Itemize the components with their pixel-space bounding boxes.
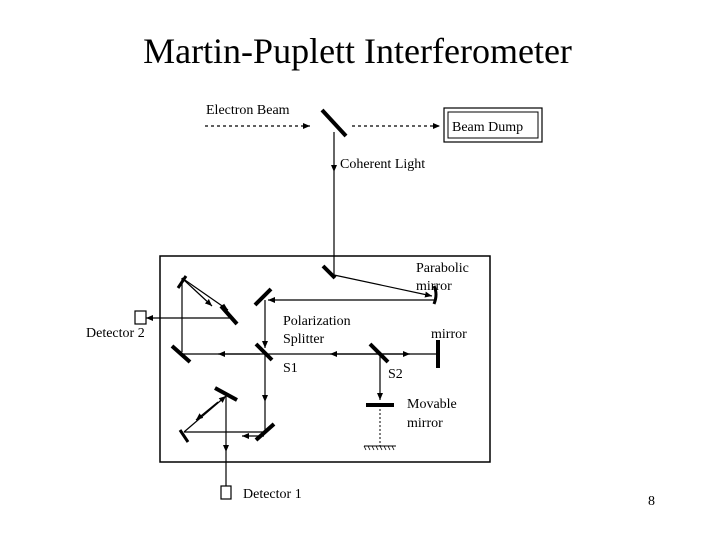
coherent-light-path xyxy=(331,132,433,298)
parabolic-mirror-label-2: mirror xyxy=(416,279,452,294)
optics-enclosure xyxy=(159,255,491,463)
s2-label: S2 xyxy=(388,367,403,382)
beam-dump-label: Beam Dump xyxy=(452,120,523,135)
s1-label: S1 xyxy=(283,361,298,376)
movable-mirror xyxy=(363,403,396,451)
polarization-splitter-label-2: Splitter xyxy=(283,332,325,347)
internal-mirrors xyxy=(170,287,440,442)
movable-mirror-label-2: mirror xyxy=(407,416,443,431)
electron-beam-label: Electron Beam xyxy=(206,103,290,118)
parabolic-mirror-right xyxy=(432,285,438,305)
detector-2-label: Detector 2 xyxy=(86,326,145,341)
extraction-mirror xyxy=(320,108,348,138)
detector-1 xyxy=(220,485,232,500)
parabolic-mirror-label-1: Parabolic xyxy=(416,261,469,276)
beam-dump xyxy=(443,107,543,143)
detector-1-label: Detector 1 xyxy=(243,487,302,502)
detector-2 xyxy=(134,310,147,325)
polarization-splitter-label-1: Polarization xyxy=(283,314,351,329)
internal-beams xyxy=(146,277,436,486)
page-number: 8 xyxy=(648,494,655,509)
coherent-light-label: Coherent Light xyxy=(340,157,425,172)
slide-title: Martin-Puplett Interferometer xyxy=(143,31,572,71)
parabolic-mirror xyxy=(321,264,337,280)
movable-mirror-label-1: Movable xyxy=(407,397,457,412)
roof-mirrors xyxy=(176,275,190,443)
mirror-label: mirror xyxy=(431,327,467,342)
